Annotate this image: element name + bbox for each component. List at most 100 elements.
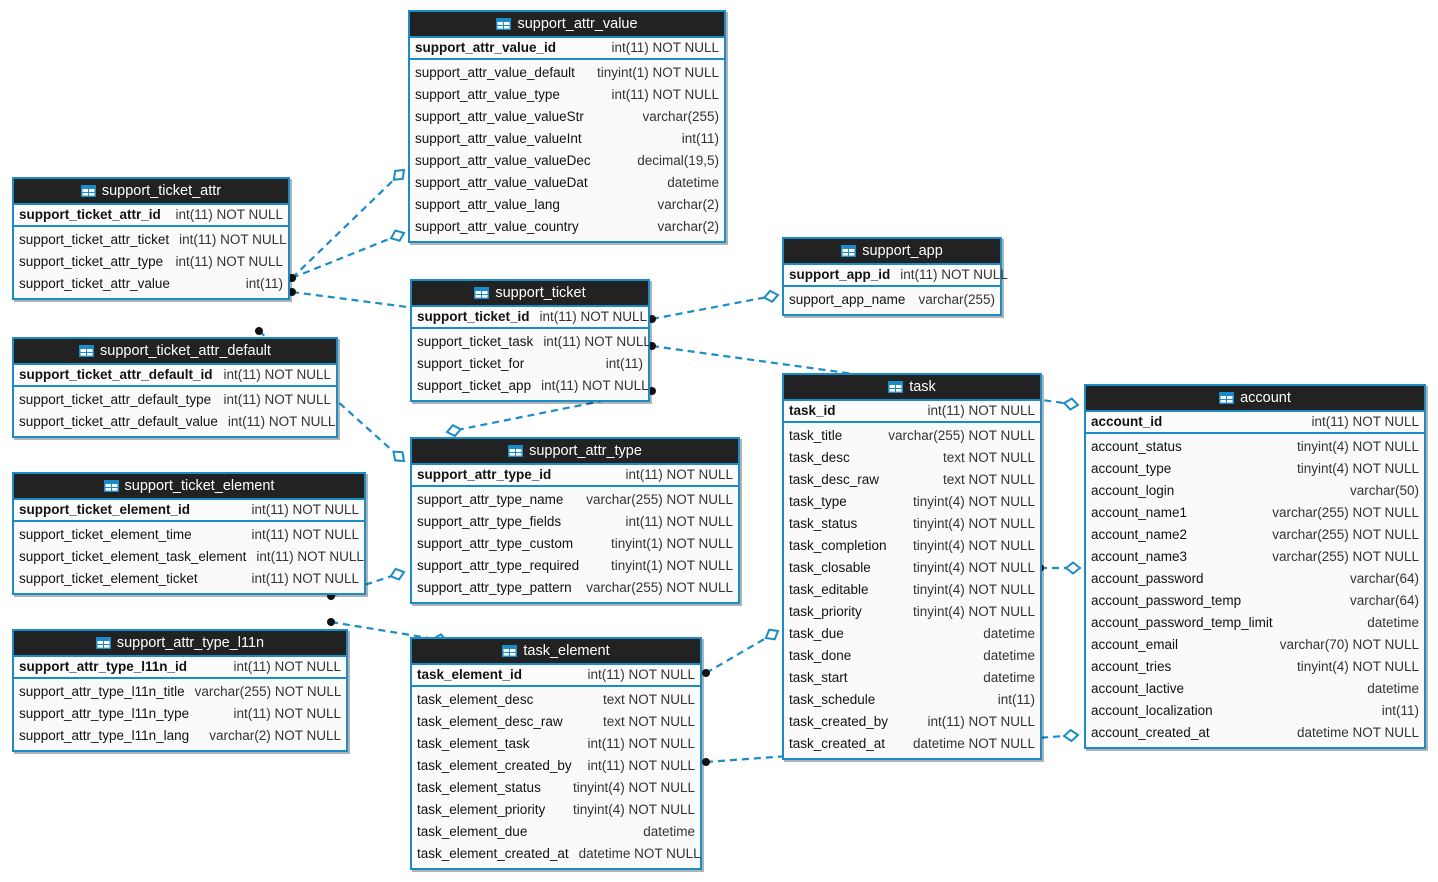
relationship-many-endpoint-diamond — [392, 450, 406, 463]
column-type: tinyint(4) NOT NULL — [572, 780, 695, 795]
column-name: account_localization — [1091, 703, 1213, 718]
column-type: varchar(255) — [918, 292, 995, 307]
column-type: int(11) — [245, 276, 283, 291]
table-grid-icon — [1219, 392, 1235, 404]
column-name: task_schedule — [789, 692, 876, 707]
column-row[interactable]: account_lactive datetime — [1086, 678, 1424, 700]
column-type: datetime — [1367, 681, 1419, 696]
relationship-many-endpoint-diamond — [762, 289, 780, 303]
column-type: varchar(2) NOT NULL — [209, 728, 341, 743]
column-name: support_ticket_app — [417, 378, 532, 393]
primary-key-name: support_ticket_attr_id — [19, 207, 161, 222]
column-name: account_lactive — [1091, 681, 1185, 696]
